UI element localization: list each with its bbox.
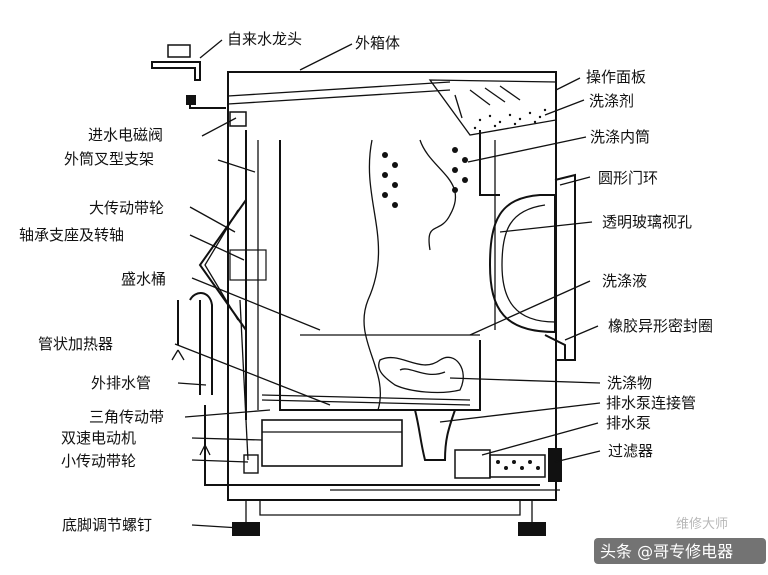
motor-shape [261, 419, 403, 467]
label-outer-tub-bracket: 外筒叉型支架 [64, 150, 154, 168]
label-bearing-shaft: 轴承支座及转轴 [19, 226, 124, 244]
label-big-pulley: 大传动带轮 [89, 199, 164, 217]
small-pulley-shape [243, 454, 259, 474]
heater-shape [261, 399, 471, 406]
watermark-bg [594, 538, 766, 564]
watermark: 维修大师 头条 @哥专修电器 [594, 517, 766, 564]
watermark-faint-text: 维修大师 [676, 517, 728, 532]
label-motor: 双速电动机 [61, 429, 136, 447]
filter-shape [489, 448, 562, 482]
belt-shape [239, 299, 249, 461]
label-small-pulley: 小传动带轮 [61, 452, 136, 470]
machine-illustration [151, 44, 576, 536]
inlet-valve-shape [229, 111, 247, 127]
label-glass-window: 透明玻璃视孔 [602, 213, 692, 231]
label-inner-drum: 洗涤内筒 [590, 128, 650, 146]
label-gasket: 橡胶异形密封圈 [608, 317, 713, 335]
glass-window-shape [488, 194, 556, 334]
watermark-source-text: 头条 @哥专修电器 [600, 542, 733, 561]
gasket-shape [544, 334, 566, 360]
drain-hose-shape [177, 292, 213, 395]
label-drain-hose: 外排水管 [91, 374, 151, 392]
big-pulley-shape [198, 199, 247, 331]
laundry-shape [378, 356, 464, 394]
label-belt: 三角传动带 [89, 408, 164, 426]
tub-outline [279, 140, 481, 411]
door-ring-shape [554, 173, 576, 361]
label-heater: 管状加热器 [38, 335, 113, 353]
label-pump-pipe: 排水泵连接管 [606, 394, 696, 412]
label-foot-screw: 底脚调节螺钉 [62, 516, 152, 534]
foot-right [518, 522, 546, 536]
detergent-box [473, 108, 547, 130]
label-faucet: 自来水龙头 [227, 30, 302, 48]
label-inlet-valve: 进水电磁阀 [88, 126, 163, 144]
faucet-drawing [151, 44, 226, 109]
inner-drum-cutaway [363, 139, 381, 411]
label-tub: 盛水桶 [121, 270, 166, 288]
label-laundry: 洗涤物 [607, 374, 652, 392]
drum-holes [382, 147, 468, 208]
pump-pipe-shape [414, 409, 456, 461]
water-arrows [454, 85, 521, 119]
labels: 自来水龙头 外箱体 操作面板 洗涤剂 进水电磁阀 外筒叉型支架 洗涤内筒 圆形门… [19, 30, 713, 534]
label-outer-cabinet: 外箱体 [355, 34, 400, 52]
leader-lines [174, 39, 601, 529]
foot-left [232, 522, 260, 536]
label-filter: 过滤器 [608, 442, 653, 460]
label-door-ring: 圆形门环 [598, 169, 658, 187]
outer-cabinet-outline [227, 71, 557, 501]
label-pump: 排水泵 [606, 414, 651, 432]
label-wash-liquid: 洗涤液 [602, 272, 647, 290]
control-panel-shape [428, 79, 557, 136]
label-control-panel: 操作面板 [586, 68, 646, 86]
label-detergent: 洗涤剂 [589, 92, 634, 110]
